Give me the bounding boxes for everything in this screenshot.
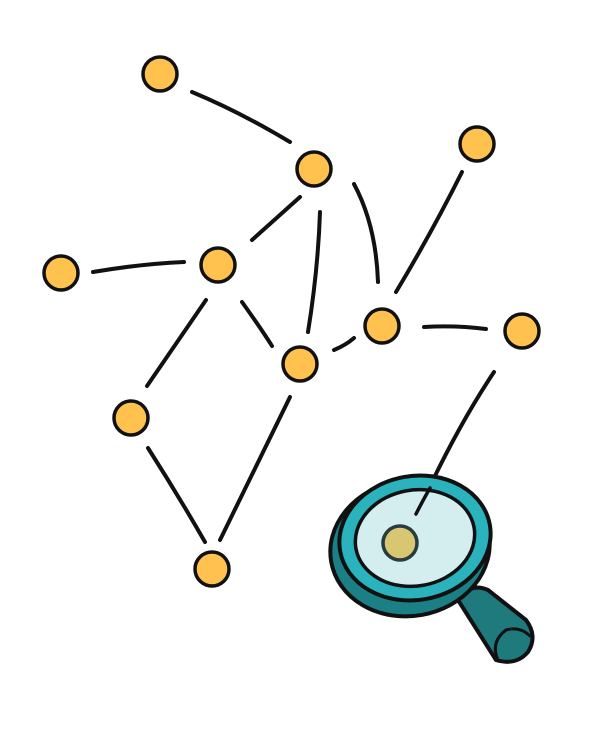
edge <box>250 195 302 242</box>
edge <box>306 210 322 334</box>
node <box>112 399 150 437</box>
edge <box>422 324 488 331</box>
node <box>42 254 80 292</box>
edge <box>394 170 464 294</box>
node <box>141 55 179 93</box>
node <box>458 125 496 163</box>
node <box>295 150 333 188</box>
edge <box>218 395 292 542</box>
edge <box>146 446 207 544</box>
edge <box>352 182 380 284</box>
node <box>281 345 319 383</box>
edge <box>91 260 186 274</box>
edge <box>145 298 208 388</box>
magnified-edge <box>414 486 432 516</box>
edge <box>240 300 274 348</box>
node <box>503 312 541 350</box>
node <box>363 307 401 345</box>
node-group <box>42 55 541 588</box>
node <box>193 550 231 588</box>
edge <box>430 370 496 484</box>
magnifying-glass-icon <box>328 473 535 664</box>
magnified-node <box>381 524 419 562</box>
edge <box>332 336 356 352</box>
edge-group <box>91 90 496 544</box>
edge <box>190 90 292 144</box>
magnifier-handle <box>456 585 535 664</box>
node <box>199 246 237 284</box>
